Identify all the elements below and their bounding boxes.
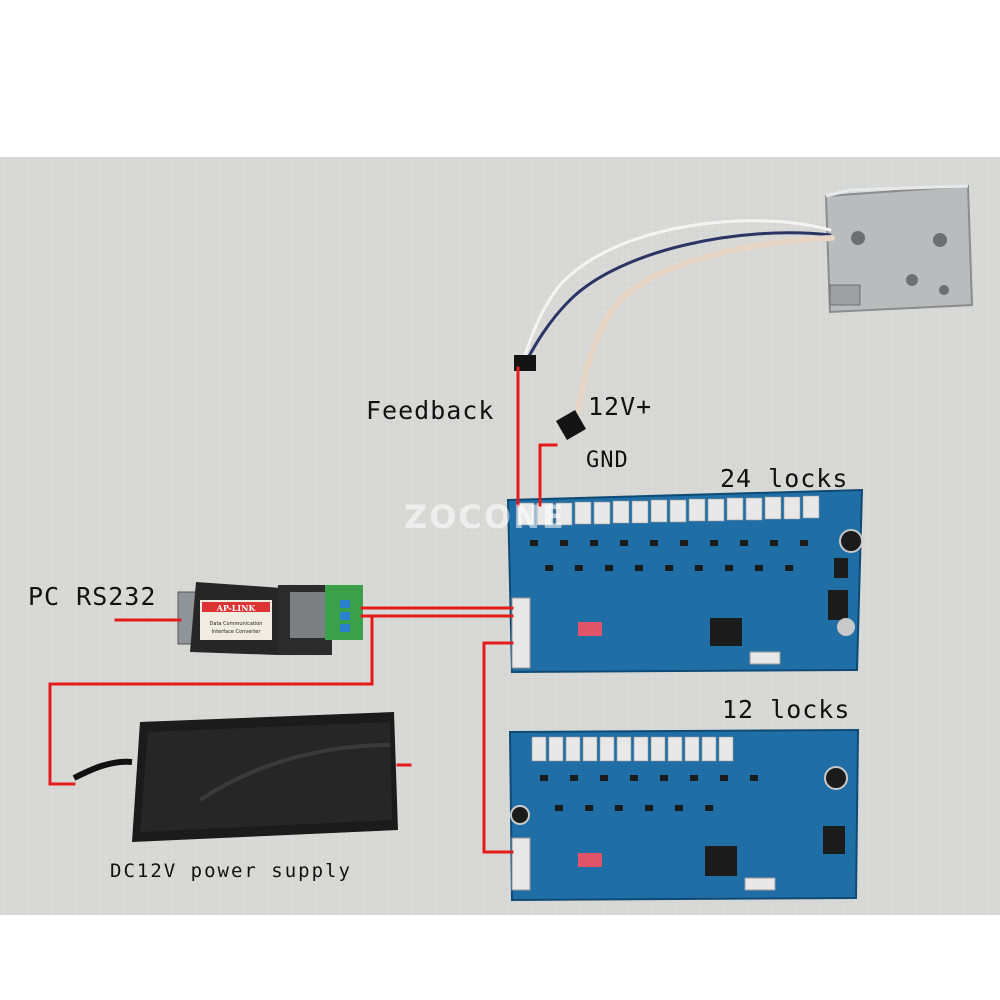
converter-line1: Data Communication bbox=[210, 621, 263, 627]
power-connector bbox=[555, 409, 587, 441]
lock-wires bbox=[522, 219, 835, 415]
converter-brand: AP-LINK bbox=[216, 603, 257, 613]
24-locks-label: 24 locks bbox=[720, 464, 849, 493]
watermark: ZOCONE bbox=[404, 498, 566, 536]
gnd-label: GND bbox=[586, 448, 629, 473]
rs232-converter: AP-LINK Data Communication Interface Con… bbox=[177, 582, 363, 655]
board-12-locks bbox=[508, 728, 860, 902]
converter-line2: Interface Converter bbox=[212, 629, 262, 635]
12v-plus-label: 12V+ bbox=[588, 392, 653, 421]
feedback-label: Feedback bbox=[366, 396, 495, 425]
electric-lock bbox=[824, 184, 974, 314]
wiring-diagram: AP-LINK Data Communication Interface Con… bbox=[0, 157, 1000, 915]
12-locks-label: 12 locks bbox=[722, 695, 851, 724]
red-wires bbox=[48, 366, 558, 854]
photo-background: AP-LINK Data Communication Interface Con… bbox=[0, 157, 1000, 915]
power-supply-label: DC12V power supply bbox=[110, 860, 352, 882]
board-24-locks bbox=[506, 488, 864, 674]
pc-rs232-label: PC RS232 bbox=[28, 582, 157, 611]
power-adapter bbox=[72, 712, 398, 842]
